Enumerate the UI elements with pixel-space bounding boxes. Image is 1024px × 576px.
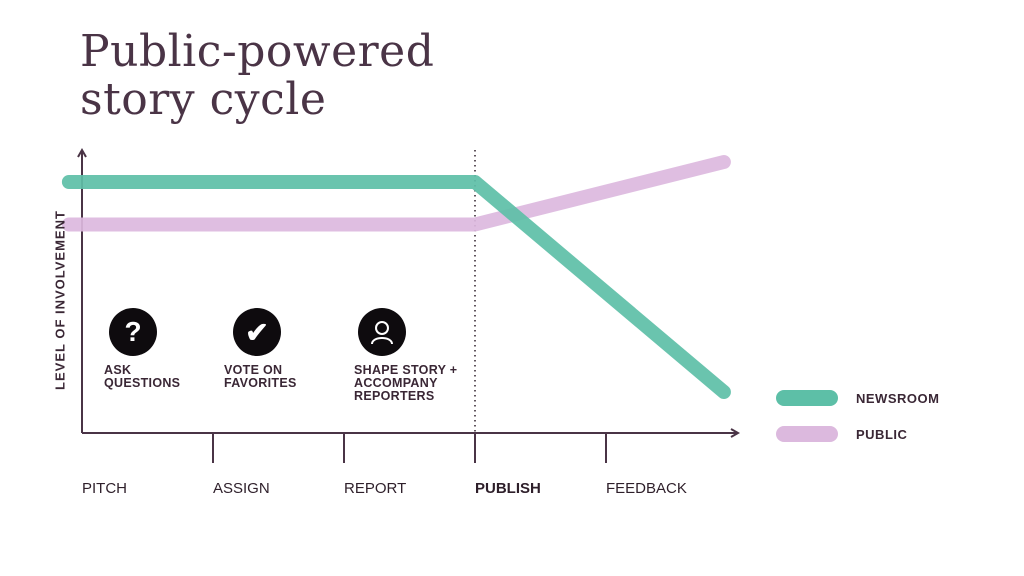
x-tick-label-pitch: PITCH [82, 480, 127, 497]
series-line-newsroom [61, 175, 731, 399]
action-2: ✔ VOTE ON FAVORITES [224, 308, 297, 390]
action-3: SHAPE STORY + ACCOMPANY REPORTERS [354, 308, 457, 403]
legend: NEWSROOM PUBLIC [776, 380, 939, 452]
person-icon [358, 308, 406, 356]
action-1: ? ASK QUESTIONS [104, 308, 180, 390]
title-line-1: Public-powered [80, 26, 435, 77]
checkmark-icon: ✔ [233, 308, 281, 356]
series-line-public [61, 155, 731, 232]
action-label: SHAPE STORY + ACCOMPANY REPORTERS [354, 363, 458, 403]
title-line-2: story cycle [80, 74, 327, 125]
x-axis-arrow [730, 428, 741, 438]
legend-item-newsroom: NEWSROOM [776, 380, 939, 416]
x-tick-label-feedback: FEEDBACK [606, 480, 687, 497]
action-label: VOTE ON FAVORITES [224, 363, 297, 390]
chart-title: Public-powered story cycle [80, 28, 434, 124]
question-icon: ? [109, 308, 157, 356]
legend-item-public: PUBLIC [776, 416, 939, 452]
legend-swatch [776, 426, 838, 442]
y-axis-arrow [77, 147, 87, 158]
legend-label: NEWSROOM [856, 390, 940, 406]
x-tick-label-assign: ASSIGN [213, 480, 270, 497]
x-tick-label-publish: PUBLISH [475, 480, 541, 497]
y-axis-label: LEVEL OF INVOLVEMENT [52, 210, 68, 390]
x-tick-label-report: REPORT [344, 480, 407, 497]
legend-swatch [776, 390, 838, 406]
action-label: ASK QUESTIONS [104, 363, 181, 390]
legend-label: PUBLIC [856, 426, 908, 442]
